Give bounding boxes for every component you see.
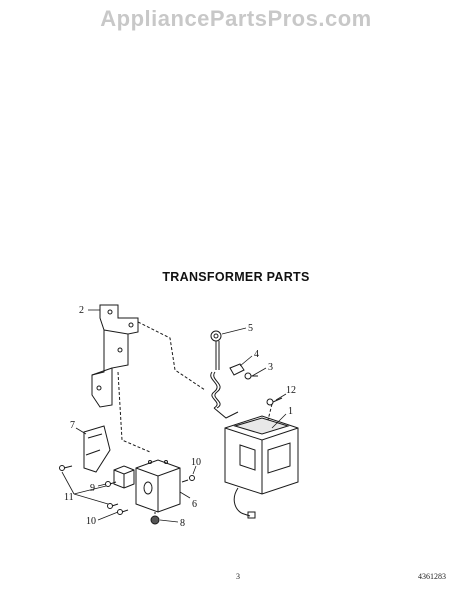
- callout-2: 2: [79, 305, 84, 316]
- mounting-bracket: [91, 304, 206, 453]
- document-number: 4361283: [418, 572, 446, 581]
- watermark-logo: AppliancePartsPros.com: [100, 6, 372, 31]
- wire-clip: [229, 363, 245, 376]
- screw-upper-left: [59, 465, 73, 471]
- callout-7: 7: [70, 420, 75, 431]
- callout-10-bottom: 10: [86, 516, 96, 527]
- transformer-screw: [266, 397, 283, 406]
- callout-12: 12: [286, 385, 296, 396]
- leader-lines: [61, 309, 287, 523]
- screw-bottom: [117, 509, 129, 515]
- capacitor: [135, 459, 181, 513]
- screw-lower-left: [107, 503, 119, 509]
- diagram-title: TRANSFORMER PARTS: [162, 270, 310, 284]
- thermal-cutout-lead: [210, 330, 239, 419]
- callout-3: 3: [268, 362, 273, 373]
- callout-11: 11: [64, 492, 74, 503]
- high-voltage-transformer: [224, 403, 299, 519]
- mounting-nut: [150, 512, 160, 525]
- callout-8: 8: [180, 518, 185, 529]
- transformer-cover: [83, 425, 111, 473]
- capacitor-clip: [113, 465, 135, 489]
- screw-right: [181, 475, 195, 483]
- callout-4: 4: [254, 349, 259, 360]
- callout-1: 1: [288, 406, 293, 417]
- callout-10-right: 10: [191, 457, 201, 468]
- callout-6: 6: [192, 499, 197, 510]
- callout-5: 5: [248, 323, 253, 334]
- callout-9: 9: [90, 483, 95, 494]
- page-number: 3: [236, 572, 240, 581]
